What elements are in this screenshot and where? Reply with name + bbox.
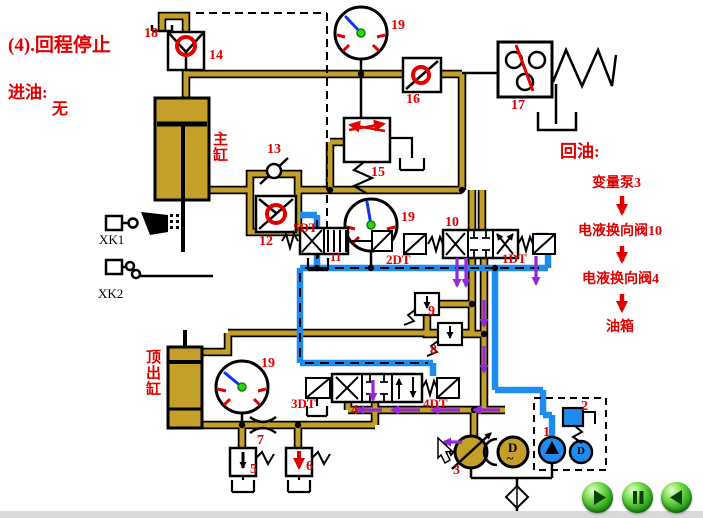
pause-button[interactable]	[622, 482, 653, 513]
electric-motor-3	[482, 435, 530, 469]
valve-13	[259, 157, 289, 185]
label-2dt: 2DT	[386, 252, 411, 267]
return-label: 回油:	[560, 142, 600, 161]
label-19-low: 19	[261, 356, 275, 371]
tank	[306, 254, 330, 272]
spring	[281, 231, 299, 252]
valve-14	[166, 30, 206, 72]
label-6: 6	[306, 459, 313, 474]
label-17: 17	[511, 98, 525, 113]
label-7: 7	[257, 433, 264, 448]
spring	[311, 450, 331, 467]
pause-icon	[633, 491, 644, 504]
main-cylinder-label: 主缸	[212, 132, 228, 164]
window-bottom-strip	[0, 511, 703, 518]
label-10: 10	[445, 215, 459, 230]
main-cylinder	[153, 96, 211, 252]
tank	[305, 398, 329, 418]
page-title: (4).回程停止	[8, 35, 111, 56]
label-12: 12	[259, 234, 273, 249]
inlet-value: 无	[52, 101, 69, 118]
gold-pipes	[157, 11, 505, 450]
valve-9	[403, 291, 441, 326]
tank	[286, 476, 312, 494]
label-13: 13	[267, 142, 281, 157]
spring-right	[421, 378, 438, 399]
pilot-motor-letter: D	[577, 445, 585, 457]
label-2: 2	[581, 399, 588, 414]
pressure-switch-17	[462, 40, 618, 132]
label-14: 14	[209, 48, 223, 63]
play-button[interactable]	[582, 482, 613, 513]
label-18: 18	[144, 26, 158, 41]
label-3dt: 3DT	[291, 396, 316, 411]
play-icon	[594, 490, 606, 505]
spring	[403, 309, 416, 326]
tank-17	[536, 84, 578, 132]
pressure-gauge-19-top	[333, 5, 389, 61]
label-5: 5	[250, 462, 257, 477]
return-step-2: 电液换向阀10	[578, 224, 662, 239]
label-5dt: 5DT	[293, 220, 318, 235]
relief-valve-6	[284, 446, 331, 494]
xk2-label: XK2	[98, 286, 124, 301]
motor-letter: D	[508, 440, 518, 455]
motor-phase: ~	[507, 451, 514, 465]
label-3: 3	[453, 463, 460, 478]
relief-valve-5	[228, 446, 275, 494]
spring-17	[551, 46, 618, 90]
pressure-gauge-19-low	[214, 359, 270, 425]
limit-switch-xk2	[104, 258, 213, 280]
ejector-cylinder	[166, 330, 204, 430]
back-icon	[670, 490, 682, 505]
pump-unit-dashed-box	[533, 397, 607, 471]
cam-wedge	[141, 212, 168, 235]
throttle-7	[249, 415, 277, 435]
label-8: 8	[430, 343, 437, 358]
tank	[230, 476, 256, 494]
directional-valve-10	[403, 228, 556, 260]
label-19-mid: 19	[401, 210, 415, 225]
inlet-label: 进油:	[8, 83, 48, 102]
valve-8	[426, 321, 464, 357]
suction-filter	[469, 463, 554, 516]
label-4dt: 4DT	[423, 396, 448, 411]
label-9: 9	[428, 304, 435, 319]
return-step-4: 油箱	[606, 320, 634, 335]
valve-16	[401, 56, 443, 94]
label-19-top: 19	[391, 18, 405, 33]
rod-dots	[170, 214, 179, 229]
mouse-cursor	[437, 436, 454, 465]
spring-15	[351, 161, 375, 194]
pilot-lines	[196, 12, 607, 471]
label-1: 1	[543, 425, 550, 440]
solenoid-valve-11	[281, 226, 393, 272]
label-1dt: 1DT	[502, 251, 527, 266]
label-11: 11	[330, 250, 342, 264]
xk1-label: XK1	[99, 232, 125, 247]
drain-tank-15	[390, 136, 426, 172]
label-16: 16	[406, 92, 420, 107]
coupling	[482, 437, 498, 467]
return-step-3: 电液换向阀4	[582, 272, 659, 287]
return-step-1: 变量泵3	[592, 176, 641, 191]
ejector-cylinder-label: 顶出缸	[145, 350, 161, 398]
spring	[255, 450, 275, 467]
pilot-relief-valve-2	[561, 406, 596, 444]
spring-right	[517, 234, 534, 255]
relief-valve-15	[342, 60, 426, 194]
spring	[426, 340, 439, 357]
spring-left	[427, 234, 444, 255]
limit-switch-xk1	[104, 212, 179, 235]
pilot-pump-1	[537, 435, 567, 465]
label-4: 4	[351, 403, 358, 418]
pilot-motor	[568, 439, 594, 465]
valve-12	[254, 194, 298, 234]
spring	[571, 425, 584, 444]
flow-arrows	[355, 256, 541, 447]
back-button[interactable]	[661, 482, 692, 513]
label-15: 15	[371, 165, 385, 180]
